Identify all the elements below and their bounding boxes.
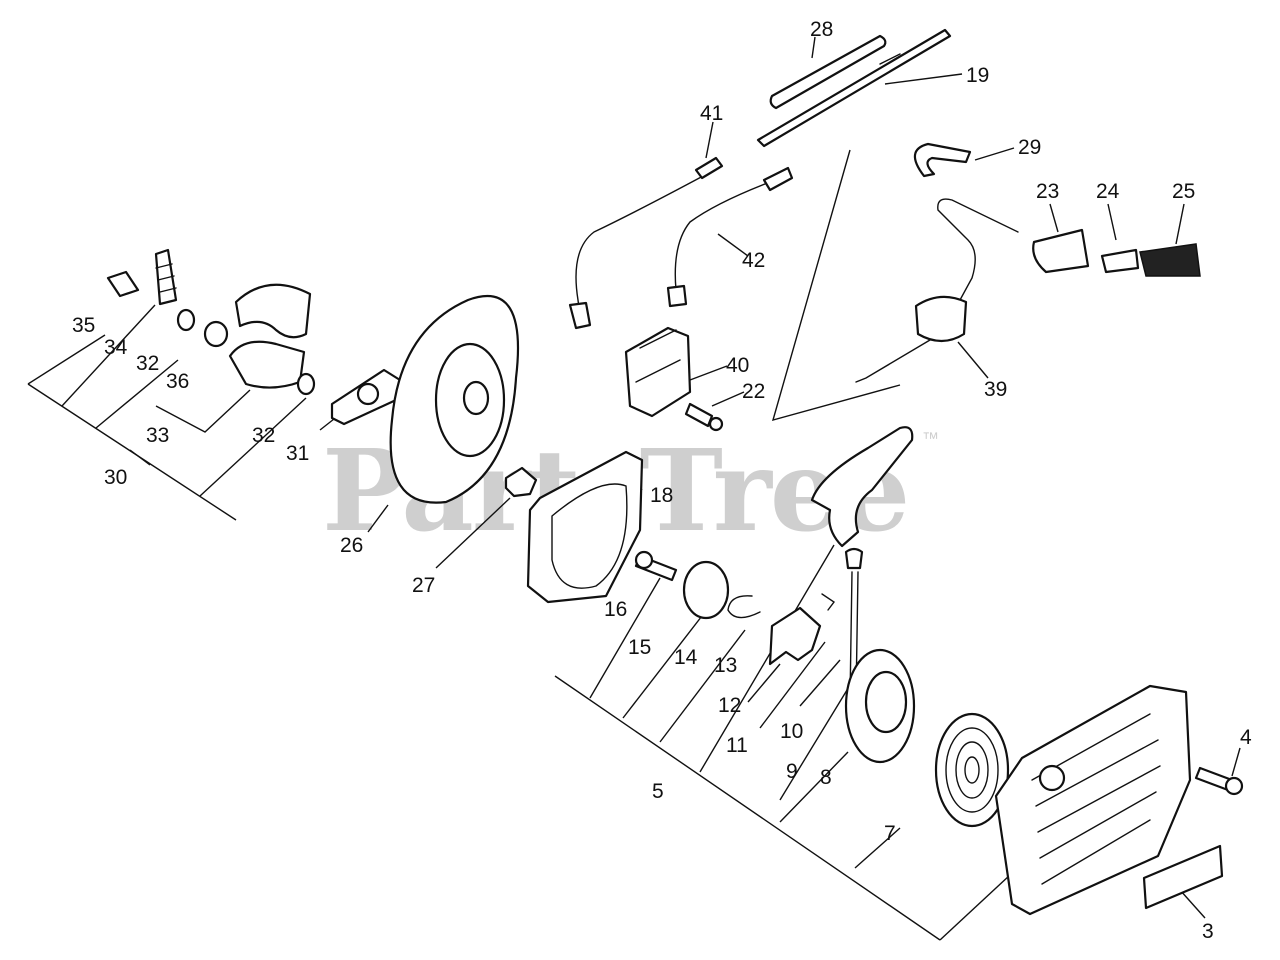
part-23-cap	[1032, 228, 1090, 274]
part-18-housing	[526, 450, 644, 604]
label-31: 31	[286, 442, 309, 465]
label-16: 16	[604, 598, 627, 621]
part-12-pawl	[768, 606, 822, 666]
part-19-wire	[756, 28, 952, 148]
label-19: 19	[966, 64, 989, 87]
part-16-bolt	[634, 550, 678, 582]
label-30: 30	[104, 466, 127, 489]
part-24-spring	[1100, 248, 1140, 274]
part-13-spring	[821, 593, 836, 611]
label-27: 27	[412, 574, 435, 597]
label-7: 7	[884, 822, 896, 845]
part-27-nut	[504, 466, 538, 498]
label-35: 35	[72, 314, 95, 337]
part-42-lead	[666, 166, 794, 308]
label-41: 41	[700, 102, 723, 125]
part-number-labels: 28 19 41 29 23 24 25 42 40 22 39 35 34 3…	[72, 18, 1252, 943]
part-41-lead	[568, 156, 724, 330]
label-5: 5	[652, 780, 664, 803]
label-14: 14	[674, 646, 698, 669]
label-39: 39	[984, 378, 1007, 401]
watermark-trademark: ™	[922, 429, 939, 448]
part-14-spring-clip	[727, 595, 761, 619]
label-36: 36	[166, 370, 189, 393]
part-26-flywheel	[389, 294, 520, 504]
label-12: 12	[718, 694, 741, 717]
part-15-washer	[682, 560, 730, 620]
part-34-spring	[154, 248, 178, 306]
label-24: 24	[1096, 180, 1120, 203]
part-31-plate	[330, 368, 402, 426]
label-29: 29	[1018, 136, 1041, 159]
part-33-clutch-shoes	[228, 283, 312, 389]
label-42: 42	[742, 249, 765, 272]
label-28: 28	[810, 18, 833, 41]
part-35-bolt	[106, 270, 140, 298]
label-15: 15	[628, 636, 651, 659]
part-40-module	[624, 326, 692, 418]
part-32-washer-b	[296, 372, 316, 396]
part-39-coil	[855, 198, 1019, 383]
part-22-screw	[684, 402, 724, 432]
part-8-pulley	[844, 648, 916, 764]
part-5-handle	[810, 426, 914, 548]
leader-lines	[27, 36, 1241, 941]
label-25: 25	[1172, 180, 1195, 203]
label-23: 23	[1036, 180, 1059, 203]
label-8: 8	[820, 766, 832, 789]
part-36-bushing	[203, 320, 229, 348]
label-3: 3	[1202, 920, 1214, 943]
label-9: 9	[786, 760, 798, 783]
part-29-hose	[913, 142, 972, 178]
label-13: 13	[714, 654, 737, 677]
label-32-upper: 32	[136, 352, 159, 375]
part-3-label	[1142, 844, 1224, 910]
label-22: 22	[742, 380, 765, 403]
part-7-recoil-spring	[934, 712, 1010, 828]
starter-cover	[994, 684, 1192, 916]
label-4: 4	[1240, 726, 1252, 749]
label-18: 18	[650, 484, 673, 507]
part-25-plug	[1139, 243, 1201, 277]
part-4-screw	[1194, 766, 1244, 796]
label-33: 33	[146, 424, 169, 447]
label-26: 26	[340, 534, 363, 557]
label-34: 34	[104, 336, 128, 359]
label-10: 10	[780, 720, 803, 743]
label-11: 11	[726, 734, 748, 757]
label-40: 40	[726, 354, 749, 377]
part-28-tube	[769, 34, 887, 110]
part-32-washer-a	[176, 308, 196, 332]
label-32-lower: 32	[252, 424, 275, 447]
